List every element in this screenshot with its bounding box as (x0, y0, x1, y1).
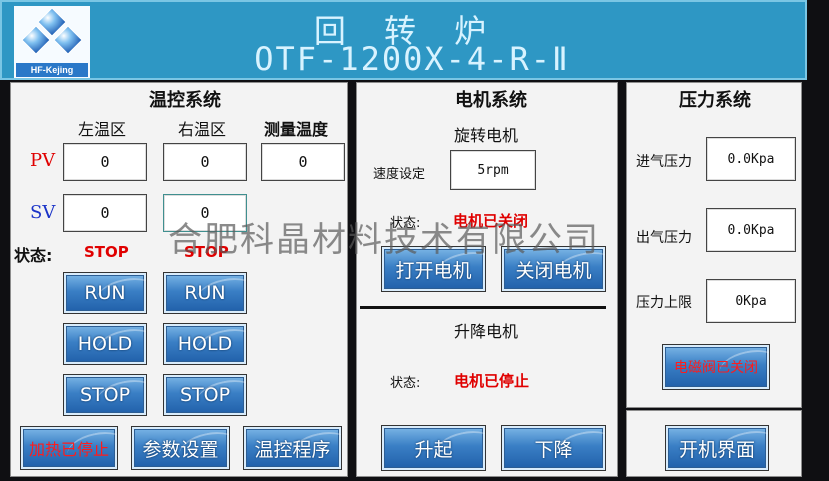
lift-down-button[interactable]: 下降 (501, 425, 606, 471)
sv-label: SV (30, 202, 56, 223)
header-bar: HF-Kejing 回 转 炉 OTF-1200X-4-R-Ⅱ (0, 0, 807, 80)
parameter-settings-button[interactable]: 参数设置 (131, 426, 230, 470)
speed-setting-label: 速度设定 (373, 167, 426, 182)
speed-setting-field[interactable]: 5rpm (450, 150, 536, 190)
page-title: 回 转 炉 (313, 12, 501, 50)
rotary-motor-title: 旋转电机 (454, 126, 519, 145)
left-zone-header: 左温区 (78, 120, 127, 139)
left-hold-button[interactable]: HOLD (63, 323, 147, 365)
pressure-section-title: 压力系统 (679, 90, 751, 111)
logo-text: HF-Kejing (16, 63, 88, 77)
left-zone-status: STOP (84, 243, 129, 261)
right-run-button[interactable]: RUN (163, 272, 247, 314)
pressure-limit-field[interactable]: 0Kpa (706, 279, 796, 323)
lift-up-button[interactable]: 升起 (381, 425, 486, 471)
inlet-pressure-field[interactable]: 0.0Kpa (706, 137, 796, 181)
temp-status-label: 状态: (14, 246, 53, 265)
sv-right-field[interactable]: 0 (163, 194, 247, 232)
inlet-pressure-label: 进气压力 (636, 154, 692, 170)
left-stop-button[interactable]: STOP (63, 374, 147, 416)
temp-program-button[interactable]: 温控程序 (243, 426, 342, 470)
startup-screen-button[interactable]: 开机界面 (665, 425, 769, 471)
motor-divider (360, 306, 606, 309)
pv-left-field[interactable]: 0 (63, 143, 147, 181)
outlet-pressure-field[interactable]: 0.0Kpa (706, 208, 796, 252)
pressure-limit-label: 压力上限 (636, 295, 692, 311)
right-zone-header: 右温区 (178, 120, 227, 139)
outlet-pressure-label: 出气压力 (636, 230, 692, 246)
rotary-status-label: 状态: (390, 216, 421, 231)
solenoid-valve-button[interactable]: 电磁阀已关闭 (662, 344, 770, 390)
lift-motor-title: 升降电机 (454, 322, 519, 341)
lift-motor-status: 电机已停止 (454, 372, 530, 390)
rotary-motor-status: 电机已关闭 (453, 212, 529, 230)
heating-toggle-button[interactable]: 加热已停止 (20, 426, 118, 470)
lift-status-label: 状态: (390, 376, 421, 391)
measure-temp-header: 测量温度 (264, 120, 329, 139)
left-run-button[interactable]: RUN (63, 272, 147, 314)
measure-temp-field[interactable]: 0 (261, 143, 345, 181)
motor-on-button[interactable]: 打开电机 (381, 246, 486, 292)
right-zone-status: STOP (184, 243, 229, 261)
right-stop-button[interactable]: STOP (163, 374, 247, 416)
motor-section-title: 电机系统 (455, 90, 527, 111)
pv-right-field[interactable]: 0 (163, 143, 247, 181)
model-number: OTF-1200X-4-R-Ⅱ (254, 40, 570, 78)
right-hold-button[interactable]: HOLD (163, 323, 247, 365)
pv-label: PV (30, 150, 56, 171)
motor-off-button[interactable]: 关闭电机 (501, 246, 606, 292)
sv-left-field[interactable]: 0 (63, 194, 147, 232)
temp-section-title: 温控系统 (149, 90, 221, 111)
